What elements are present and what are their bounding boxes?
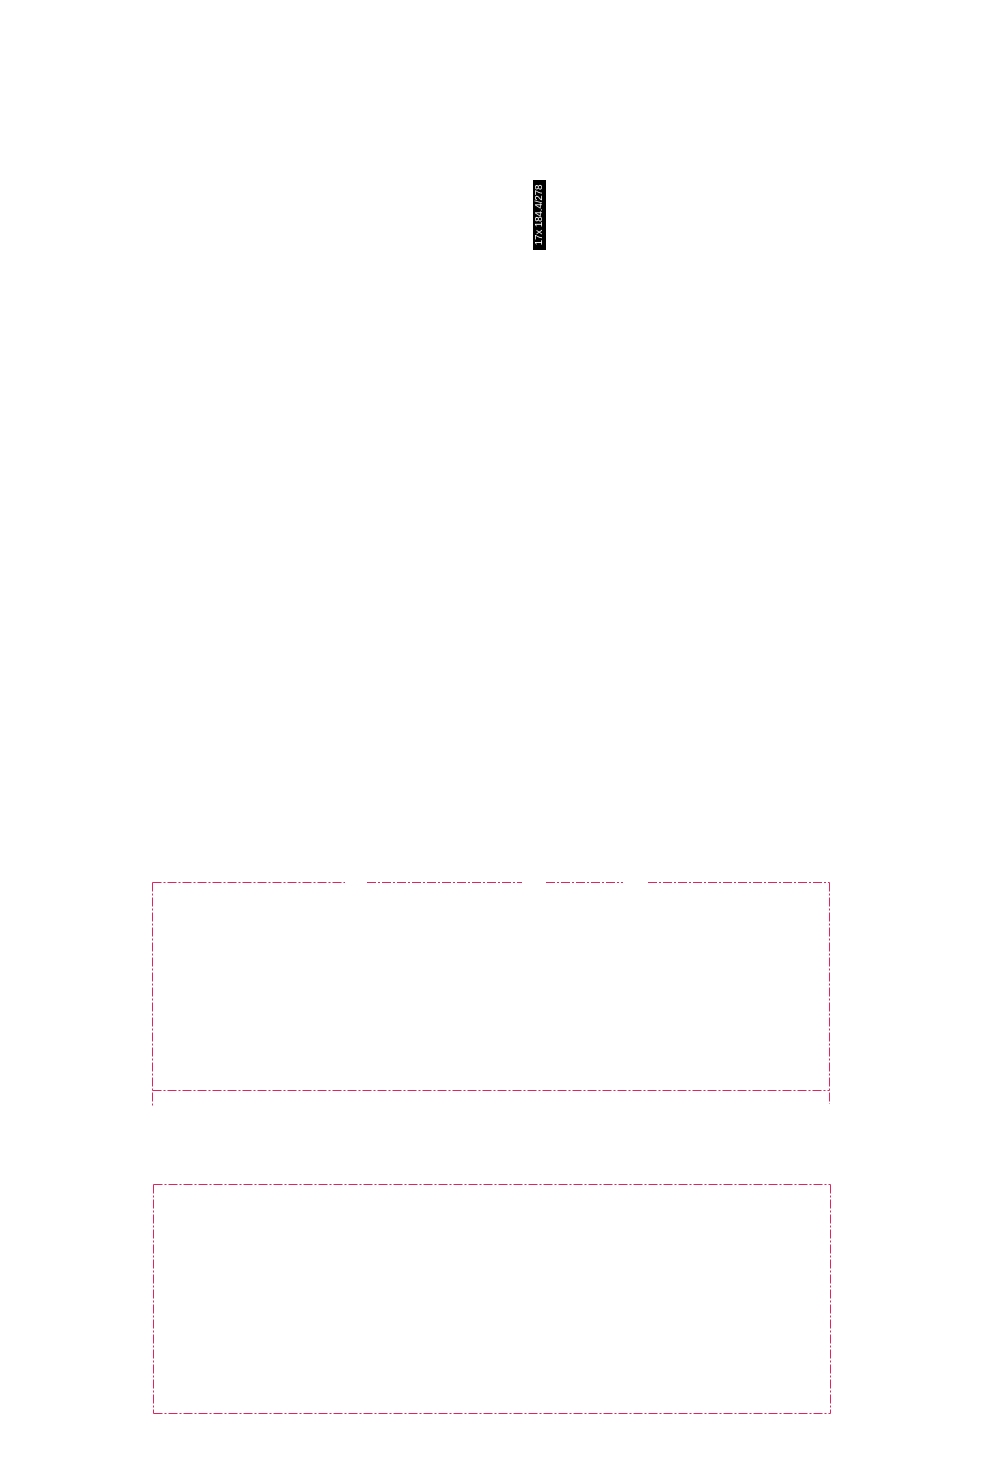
dimension-tag: 17x 184.4/278: [533, 180, 546, 250]
